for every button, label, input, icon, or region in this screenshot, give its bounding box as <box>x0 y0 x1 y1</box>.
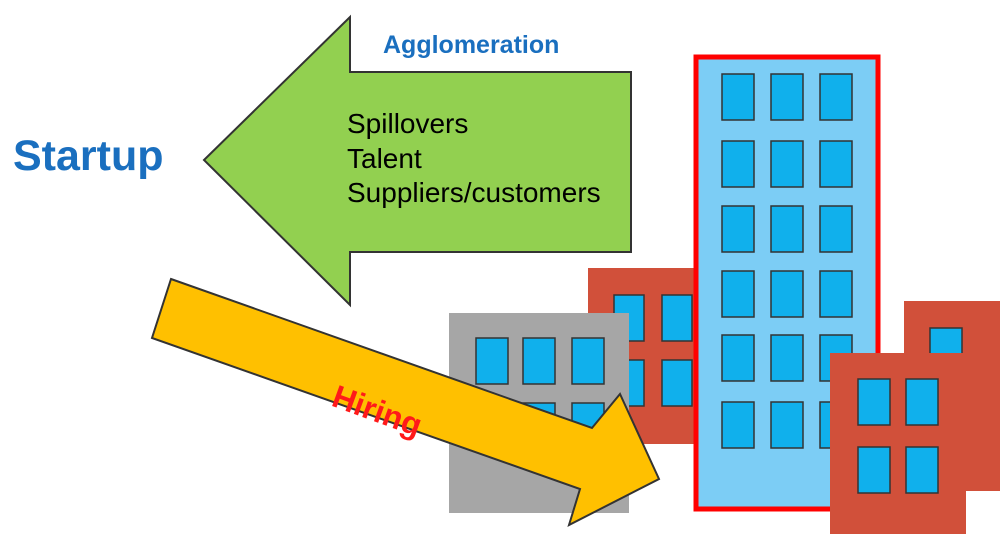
window <box>475 337 509 385</box>
window <box>819 205 853 253</box>
brick-building-right-front-icon <box>830 353 966 534</box>
benefit-item: Suppliers/customers <box>347 177 601 208</box>
agglomeration-label: Agglomeration <box>383 31 560 59</box>
window <box>770 401 804 449</box>
hiring-arrow <box>150 277 661 527</box>
window <box>770 205 804 253</box>
startup-label: Startup <box>13 132 164 180</box>
window <box>819 270 853 318</box>
window <box>770 140 804 188</box>
window <box>770 73 804 121</box>
window <box>522 337 556 385</box>
window <box>571 337 605 385</box>
window <box>721 401 755 449</box>
window <box>819 73 853 121</box>
window <box>721 140 755 188</box>
benefit-item: Spillovers <box>347 108 469 139</box>
window <box>819 140 853 188</box>
benefit-item: Talent <box>347 142 422 174</box>
window <box>661 359 693 407</box>
window <box>770 334 804 382</box>
benefits-list: Spillovers Talent Suppliers/customers <box>347 107 601 211</box>
window <box>857 378 891 426</box>
window <box>905 378 939 426</box>
window <box>721 73 755 121</box>
window <box>905 446 939 494</box>
window <box>721 334 755 382</box>
agglomeration-arrow <box>202 14 632 308</box>
window <box>857 446 891 494</box>
window <box>721 270 755 318</box>
window <box>770 270 804 318</box>
window <box>661 294 693 342</box>
window <box>721 205 755 253</box>
